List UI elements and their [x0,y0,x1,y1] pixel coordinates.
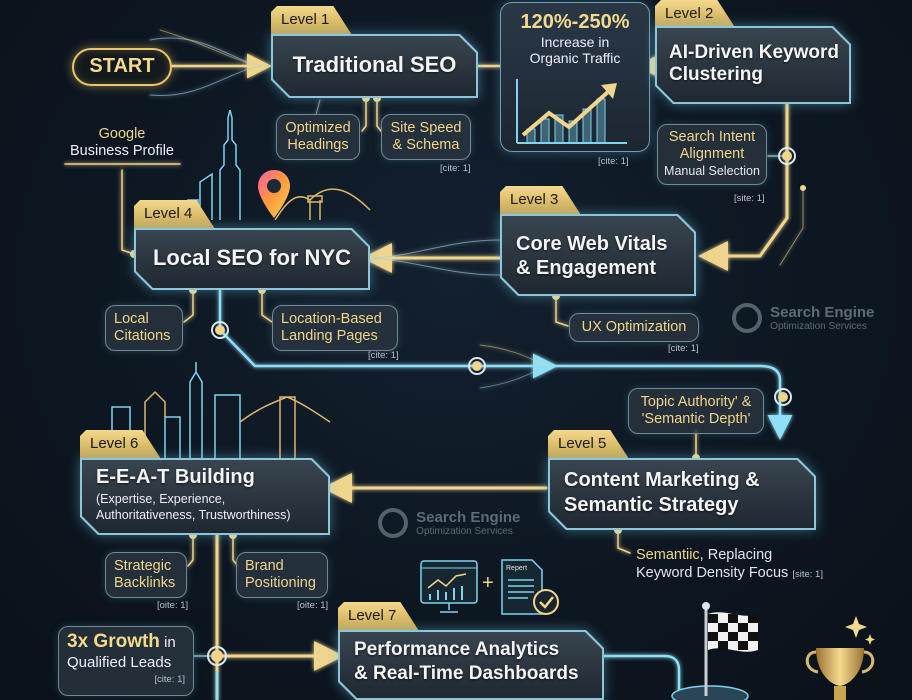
level-4-cite: [cite: 1] [368,350,399,361]
level-1-title: Traditional SEO [292,52,457,77]
level-1-cite: [cite: 1] [440,163,471,174]
level-7-title-line2: & Real-Time Dashboards [354,663,579,684]
level-2-tab: Level 2 [655,0,735,28]
backlinks-cite: [oite: 1] [157,600,189,611]
level-2-title-line2: Clustering [669,64,763,85]
traffic-stat-cite: [cite: 1] [598,156,629,167]
local-citations-pill: Local Citations [105,305,183,351]
level-3-title-line2: & Engagement [516,257,657,279]
level-5-title-line1: Content Marketing & [564,469,760,491]
topic-authority-line1: Topic Authority' & [640,394,752,410]
level-3-title-line1: Core Web Vitals [516,233,668,255]
map-pin-icon [258,170,290,218]
checkered-flag-icon [671,602,758,700]
watermark-line2: Optimization Services [770,321,867,332]
search-intent-line2: Alignment [679,146,745,162]
level-5-cite: [site: 1] [792,569,823,580]
landing-pages-line2: Landing Pages [281,328,378,344]
search-intent-line1: Search Intent [668,129,756,145]
level-3-cite: [cite: 1] [668,343,699,354]
traffic-stat-line1: Increase in [540,34,610,50]
leads-stat-card: 3x Growth in Qualified Leads [cite: 1] [58,626,194,696]
semantic-note-rest: , Replacing [699,547,773,563]
leads-stat-line2: Qualified Leads [67,654,172,671]
level-4-box: Local SEO for NYC [134,228,370,290]
manual-selection-text: Manual Selection [664,164,760,178]
search-intent-pill: Search Intent Alignment Manual Selection [657,124,767,185]
level-3-tab: Level 3 [500,186,580,214]
level-1-tab: Level 1 [271,6,351,34]
traffic-stat-card: 120%-250% Increase in Organic Traffic [500,2,650,152]
google-business-profile-label: Google Business Profile [62,126,182,160]
backlinks-line2: Backlinks [114,575,176,591]
level-6-box: E-E-A-T Building (Expertise, Experience,… [80,458,330,535]
brand-line1: Brand [245,558,284,574]
site-speed-schema-pill: Site Speed & Schema [381,114,471,160]
level-1-box: Traditional SEO [271,34,478,98]
local-citations-line1: Local [114,311,149,327]
ux-optimization-pill: UX Optimization [569,313,699,342]
svg-text:Repert: Repert [506,565,527,572]
traffic-stat-value: 120%-250% [520,11,630,33]
dashboard-monitor-icon [420,560,478,613]
topic-authority-pill: Topic Authority' & 'Semantic Depth' [628,388,764,434]
brand-positioning-pill: Brand Positioning [236,552,328,598]
level-7-title-line1: Performance Analytics [354,639,560,660]
level-6-subtitle-line2: Authoritativeness, Trustworthiness) [96,508,291,522]
leads-stat-cite: [cite: 1] [154,674,185,685]
level-5-box: Content Marketing & Semantic Strategy [548,458,816,530]
watermark2-line1: Search Engine [416,509,521,526]
local-citations-line2: Citations [114,328,171,344]
gbp-line2: Business Profile [70,143,174,159]
level-7-box: Performance Analytics & Real-Time Dashbo… [338,630,604,700]
level-2-title-line1: AI-Driven Keyword [669,42,839,63]
level-3-box: Core Web Vitals & Engagement [500,214,696,296]
level-6-title: E-E-A-T Building [96,466,255,488]
level-2-box: AI-Driven Keyword Clustering [655,26,851,104]
semantic-note-gold: Semantiic [636,547,700,563]
plus-sign: + [482,572,494,594]
strategic-backlinks-pill: Strategic Backlinks [105,552,187,598]
backlinks-line1: Strategic [114,558,172,574]
level-5-tab: Level 5 [548,430,628,458]
search-engine-logo-icon [732,303,762,333]
start-node: START [72,48,172,86]
leads-stat-suffix: in [159,634,176,651]
landing-pages-line1: Location-Based [281,311,382,327]
traffic-chart-icon [516,79,627,144]
watermark2-line2: Optimization Services [416,526,513,537]
level-7-tab: Level 7 [338,602,418,630]
level-5-title-line2: Semantic Strategy [564,494,739,516]
traffic-stat-line2: Organic Traffic [529,50,621,66]
location-based-landing-pages-pill: Location-Based Landing Pages [272,305,398,351]
brand-cite: [oite: 1] [297,600,329,611]
level-4-title: Local SEO for NYC [152,245,352,270]
watermark-line1: Search Engine [770,304,875,321]
topic-authority-line2: 'Semantic Depth' [641,411,751,427]
trophy-icon [805,616,875,700]
level-6-subtitle-line1: (Expertise, Experience, [96,492,226,506]
search-engine-logo-icon-2 [378,508,408,538]
brand-line2: Positioning [245,575,316,591]
leads-stat-value: 3x Growth [67,631,160,652]
level-2-cite: [site: 1] [734,193,765,204]
semantic-note: Semantiic, Replacing Keyword Density Foc… [636,546,823,584]
optimized-headings-pill: Optimized Headings [276,114,360,160]
report-check-icon: Repert [501,559,559,615]
search-engine-watermark: Search Engine Optimization Services [732,303,874,333]
gbp-line1: Google [98,126,146,142]
search-engine-watermark-2: Search Engine Optimization Services [378,508,520,538]
semantic-note-line2: Keyword Density Focus [636,565,789,581]
